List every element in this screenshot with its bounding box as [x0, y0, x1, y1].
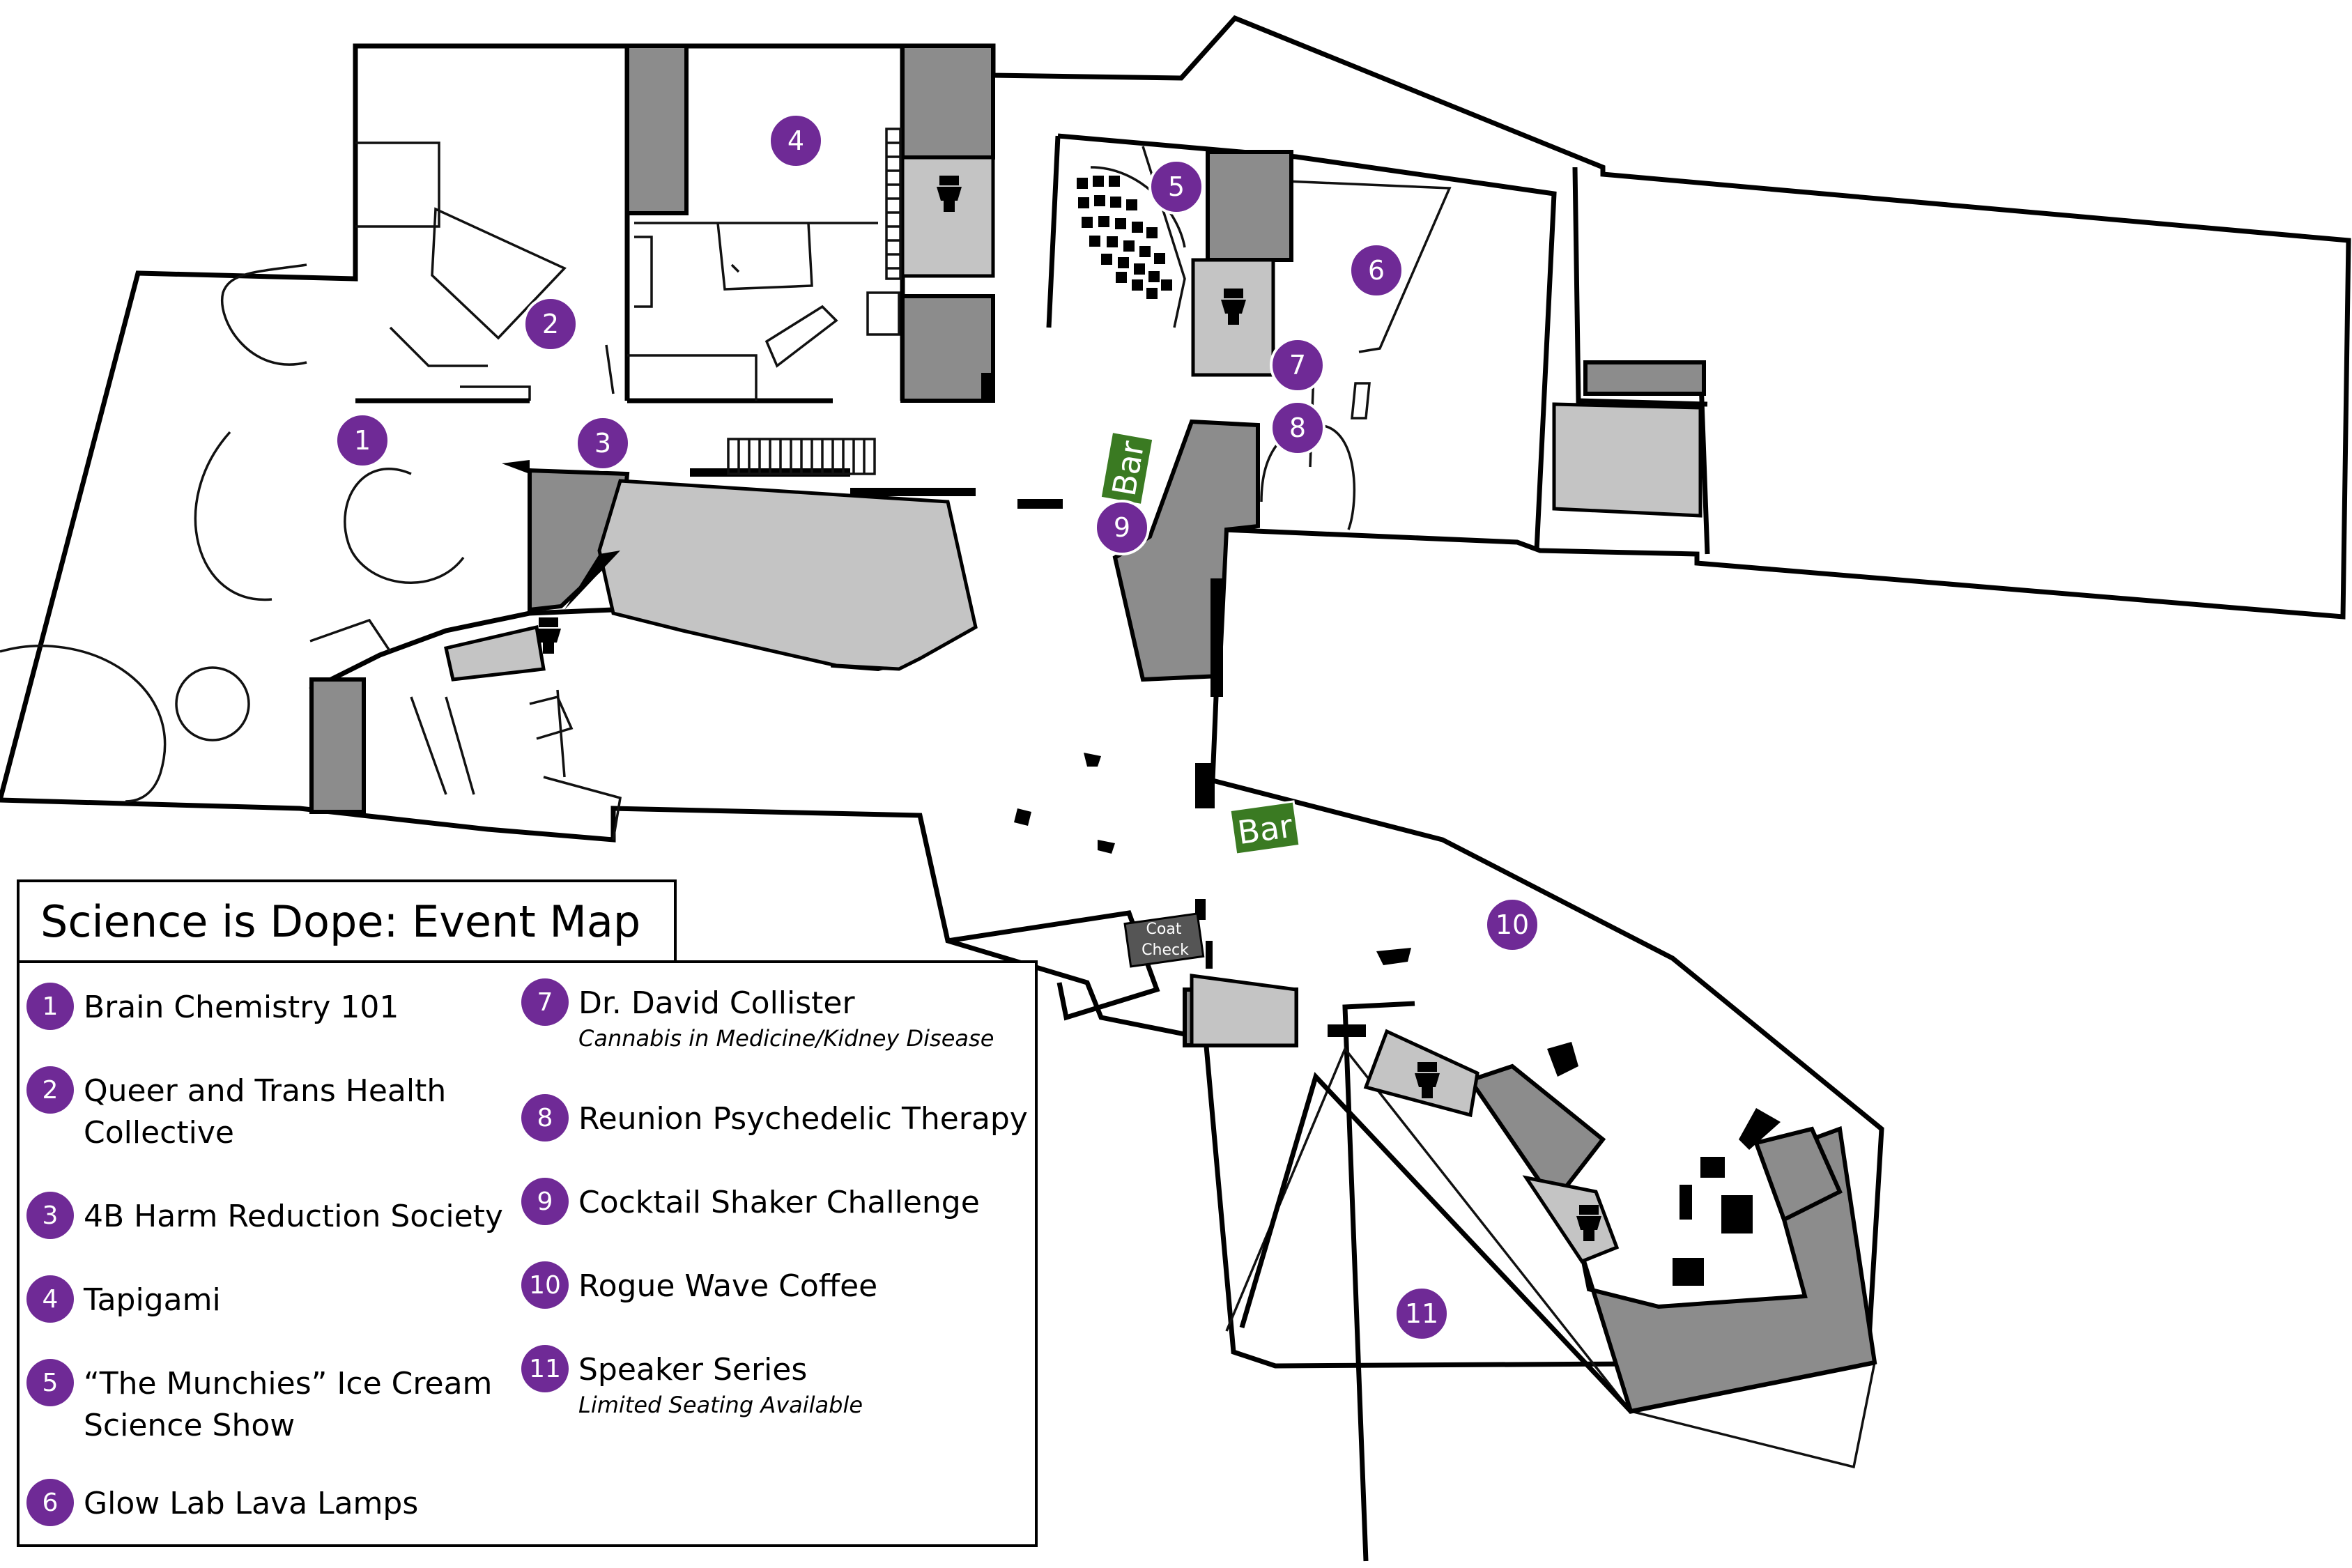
bar-sign-upper: Bar — [1099, 430, 1155, 507]
station-marker-6[interactable]: 6 — [1348, 243, 1404, 298]
toilet-icon — [937, 176, 962, 212]
legend-label-10: Rogue Wave Coffee — [578, 1268, 878, 1304]
legend-item-5[interactable]: 5 “The Munchies” Ice Cream Science Show — [26, 1359, 500, 1447]
toilet-icon — [536, 617, 561, 654]
legend-number-8: 8 — [521, 1094, 569, 1142]
station-marker-1-label: 1 — [354, 425, 371, 456]
legend-number-4: 4 — [26, 1275, 74, 1323]
bar-sign-upper-label: Bar — [1105, 438, 1152, 499]
station-marker-7[interactable]: 7 — [1270, 337, 1325, 393]
station-marker-8[interactable]: 8 — [1270, 400, 1325, 456]
station-marker-10-label: 10 — [1496, 909, 1529, 940]
legend-label-6: Glow Lab Lava Lamps — [84, 1486, 419, 1521]
legend-label-8: Reunion Psychedelic Therapy — [578, 1101, 1028, 1137]
legend-item-3[interactable]: 3 4B Harm Reduction Society — [26, 1192, 503, 1239]
legend-label-1: Brain Chemistry 101 — [84, 990, 399, 1025]
station-marker-4-label: 4 — [787, 125, 804, 156]
round-furniture — [0, 166, 1186, 803]
station-marker-5[interactable]: 5 — [1148, 159, 1204, 215]
station-marker-8-label: 8 — [1289, 413, 1306, 443]
bar-sign-lower-label: Bar — [1236, 807, 1295, 852]
legend-label-11: Speaker Series — [578, 1352, 808, 1388]
station-marker-9-label: 9 — [1114, 512, 1130, 543]
legend-item-4[interactable]: 4 Tapigami — [26, 1275, 221, 1323]
bar-sign-lower: Bar — [1229, 800, 1301, 856]
legend-number-11: 11 — [521, 1345, 569, 1392]
legend-sublabel-11: Limited Seating Available — [578, 1392, 863, 1418]
legend-item-6[interactable]: 6 Glow Lab Lava Lamps — [26, 1479, 418, 1526]
legend-item-11[interactable]: 11 Speaker Series Limited Seating Availa… — [521, 1345, 863, 1419]
legend-number-5: 5 — [26, 1359, 74, 1406]
legend: 1 Brain Chemistry 101 2 Queer and Trans … — [17, 960, 1038, 1547]
stairs — [727, 128, 902, 475]
station-marker-2[interactable]: 2 — [523, 296, 578, 352]
legend-item-9[interactable]: 9 Cocktail Shaker Challenge — [521, 1178, 980, 1225]
station-markers: 1 2 3 4 5 6 7 8 9 10 11 — [335, 113, 1540, 1342]
station-marker-5-label: 5 — [1168, 171, 1185, 202]
station-marker-7-label: 7 — [1289, 350, 1306, 381]
toilet-icon — [1221, 289, 1246, 325]
station-marker-2-label: 2 — [542, 309, 559, 339]
legend-number-10: 10 — [521, 1261, 569, 1309]
legend-number-1: 1 — [26, 983, 74, 1030]
legend-item-7[interactable]: 7 Dr. David Collister Cannabis in Medici… — [521, 978, 994, 1052]
station-marker-4[interactable]: 4 — [768, 113, 824, 169]
legend-title-box: Science is Dope: Event Map — [17, 879, 677, 963]
legend-number-3: 3 — [26, 1192, 74, 1239]
legend-label-2: Queer and Trans Health Collective — [84, 1073, 447, 1151]
toilet-icon — [1415, 1062, 1440, 1098]
legend-number-2: 2 — [26, 1066, 74, 1114]
station-marker-1[interactable]: 1 — [335, 413, 390, 468]
coat-check: Coat Check — [1123, 912, 1205, 968]
legend-label-9: Cocktail Shaker Challenge — [578, 1185, 980, 1220]
legend-item-1[interactable]: 1 Brain Chemistry 101 — [26, 983, 399, 1030]
station-marker-6-label: 6 — [1368, 255, 1385, 286]
legend-number-7: 7 — [521, 978, 569, 1026]
legend-sublabel-7: Cannabis in Medicine/Kidney Disease — [578, 1025, 994, 1052]
legend-number-6: 6 — [26, 1479, 74, 1526]
legend-label-3: 4B Harm Reduction Society — [84, 1199, 503, 1234]
coat-check-label-1: Coat — [1146, 921, 1182, 938]
station-marker-3-label: 3 — [594, 428, 611, 459]
station-marker-9[interactable]: 9 — [1094, 500, 1150, 555]
legend-item-10[interactable]: 10 Rogue Wave Coffee — [521, 1261, 877, 1309]
legend-label-4: Tapigami — [84, 1282, 221, 1318]
legend-number-9: 9 — [521, 1178, 569, 1225]
legend-label-7: Dr. David Collister — [578, 985, 855, 1021]
legend-item-2[interactable]: 2 Queer and Trans Health Collective — [26, 1066, 500, 1154]
toilet-icon — [1576, 1205, 1601, 1241]
map-title: Science is Dope: Event Map — [40, 896, 641, 947]
room-walls — [309, 46, 1710, 840]
coat-check-label-2: Check — [1142, 941, 1189, 959]
legend-label-5: “The Munchies” Ice Cream Science Show — [84, 1366, 493, 1443]
legend-item-8[interactable]: 8 Reunion Psychedelic Therapy — [521, 1094, 1028, 1142]
auditorium-seating — [1077, 176, 1172, 299]
station-marker-11[interactable]: 11 — [1394, 1286, 1450, 1342]
station-marker-3[interactable]: 3 — [575, 415, 631, 471]
station-marker-11-label: 11 — [1405, 1298, 1438, 1329]
station-marker-10[interactable]: 10 — [1484, 897, 1540, 953]
